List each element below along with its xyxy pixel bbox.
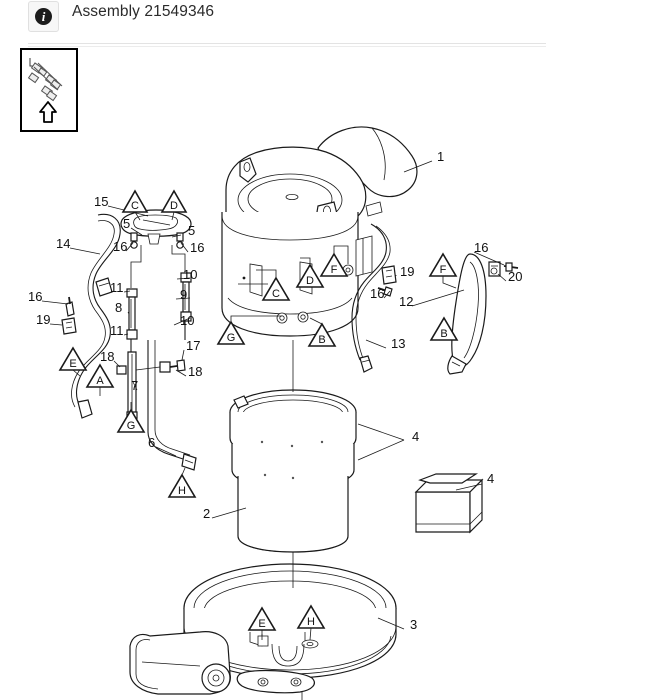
- callout-10-lower: 10: [180, 313, 194, 328]
- callout-16-a: 16: [113, 239, 127, 254]
- callout-3: 3: [410, 617, 417, 632]
- callout-11-lower: 11: [110, 323, 124, 338]
- callout-18-right: 18: [188, 364, 202, 379]
- callout-9: 9: [180, 287, 187, 302]
- reference-triangle-f-body: F: [319, 252, 349, 277]
- svg-text:G: G: [127, 420, 136, 432]
- svg-text:C: C: [272, 288, 280, 300]
- callout-7: 7: [131, 378, 138, 393]
- callout-15: 15: [94, 194, 108, 209]
- reference-triangle-a-hose: A: [85, 363, 115, 388]
- svg-text:E: E: [258, 618, 265, 630]
- svg-text:F: F: [331, 264, 338, 276]
- part-19-grommet-left: [61, 296, 77, 335]
- reference-triangle-d-body: D: [295, 263, 325, 288]
- page-title: Assembly 21549346: [72, 3, 215, 20]
- reference-triangle-e-hose: E: [58, 346, 88, 371]
- callout-numbers: 1 2 3 4 4 5 5 6 7 8 9 10 10 11 11 12 13 …: [28, 149, 522, 632]
- parts-diagram: .ln { fill:none; stroke:#1a1a1a; stroke-…: [0, 40, 652, 700]
- svg-text:G: G: [227, 332, 236, 344]
- svg-text:H: H: [178, 485, 186, 497]
- svg-text:H: H: [307, 616, 315, 628]
- callout-8: 8: [115, 300, 122, 315]
- callout-14: 14: [56, 236, 70, 251]
- callout-4-block: 4: [487, 471, 494, 486]
- callout-16-c: 16: [28, 289, 42, 304]
- reference-triangles: C D C D F F G B: [58, 189, 459, 641]
- reference-triangle-f-seal: F: [428, 252, 458, 277]
- part-13-hose-right: [351, 223, 391, 373]
- part-12-seal-strip: [447, 253, 519, 375]
- info-button[interactable]: i: [28, 1, 59, 32]
- parts-tubes-clips: [116, 340, 197, 471]
- callout-6: 6: [148, 435, 155, 450]
- part-1-upper-housing: [221, 126, 418, 337]
- part-2-4-filter-element: [229, 389, 357, 553]
- part-14-hose-left: [71, 213, 121, 419]
- svg-text:A: A: [96, 375, 104, 387]
- svg-text:E: E: [69, 358, 76, 370]
- reference-triangle-b-seal: B: [429, 316, 459, 341]
- svg-text:C: C: [131, 200, 139, 212]
- callout-16-b: 16: [190, 240, 204, 255]
- callout-19-left: 19: [36, 312, 50, 327]
- callout-1: 1: [437, 149, 444, 164]
- header-divider: [28, 43, 546, 44]
- part-15-clamp-bracket: [120, 209, 192, 249]
- reference-triangle-g-tube: G: [116, 408, 146, 433]
- callout-16-d: 16: [370, 286, 384, 301]
- reference-triangle-c-body: C: [261, 276, 291, 301]
- reference-triangle-d-bracket: D: [160, 189, 188, 213]
- up-arrow-icon: [39, 101, 57, 123]
- callout-16-e: 16: [474, 240, 488, 255]
- svg-text:F: F: [440, 264, 447, 276]
- assembly-overview-thumbnail[interactable]: [20, 48, 78, 132]
- callout-2: 2: [203, 506, 210, 521]
- callout-10-upper: 10: [183, 267, 197, 282]
- callout-20: 20: [508, 269, 522, 284]
- callout-17: 17: [186, 338, 200, 353]
- callout-12: 12: [399, 294, 413, 309]
- reference-triangle-h-tube: H: [167, 473, 197, 498]
- callout-13: 13: [391, 336, 405, 351]
- callout-11-upper: 11: [110, 280, 124, 295]
- parts-diagram-svg: .ln { fill:none; stroke:#1a1a1a; stroke-…: [28, 126, 522, 700]
- svg-text:D: D: [170, 200, 178, 212]
- callout-19-right: 19: [400, 264, 414, 279]
- reference-triangle-b-body: B: [307, 322, 337, 347]
- body-fittings: [276, 311, 309, 324]
- callout-4-upper: 4: [412, 429, 419, 444]
- part-4-small-block: [414, 473, 484, 534]
- svg-text:B: B: [440, 328, 447, 340]
- header-divider-secondary: [28, 46, 546, 47]
- reference-triangle-g-body: G: [216, 320, 246, 345]
- leader-lines: [41, 160, 507, 630]
- page-header: i Assembly 21549346: [0, 0, 652, 38]
- callout-18-left: 18: [100, 349, 114, 364]
- part-3-lower-housing: [129, 563, 397, 700]
- info-icon: i: [35, 8, 52, 25]
- callout-5-right: 5: [188, 223, 195, 238]
- svg-text:D: D: [306, 275, 314, 287]
- reference-triangle-c-bracket: C: [121, 189, 149, 213]
- svg-text:B: B: [318, 334, 325, 346]
- part-19-grommet-right: [377, 265, 397, 297]
- thumbnail-sketch: [27, 58, 63, 102]
- callout-5-left: 5: [123, 216, 130, 231]
